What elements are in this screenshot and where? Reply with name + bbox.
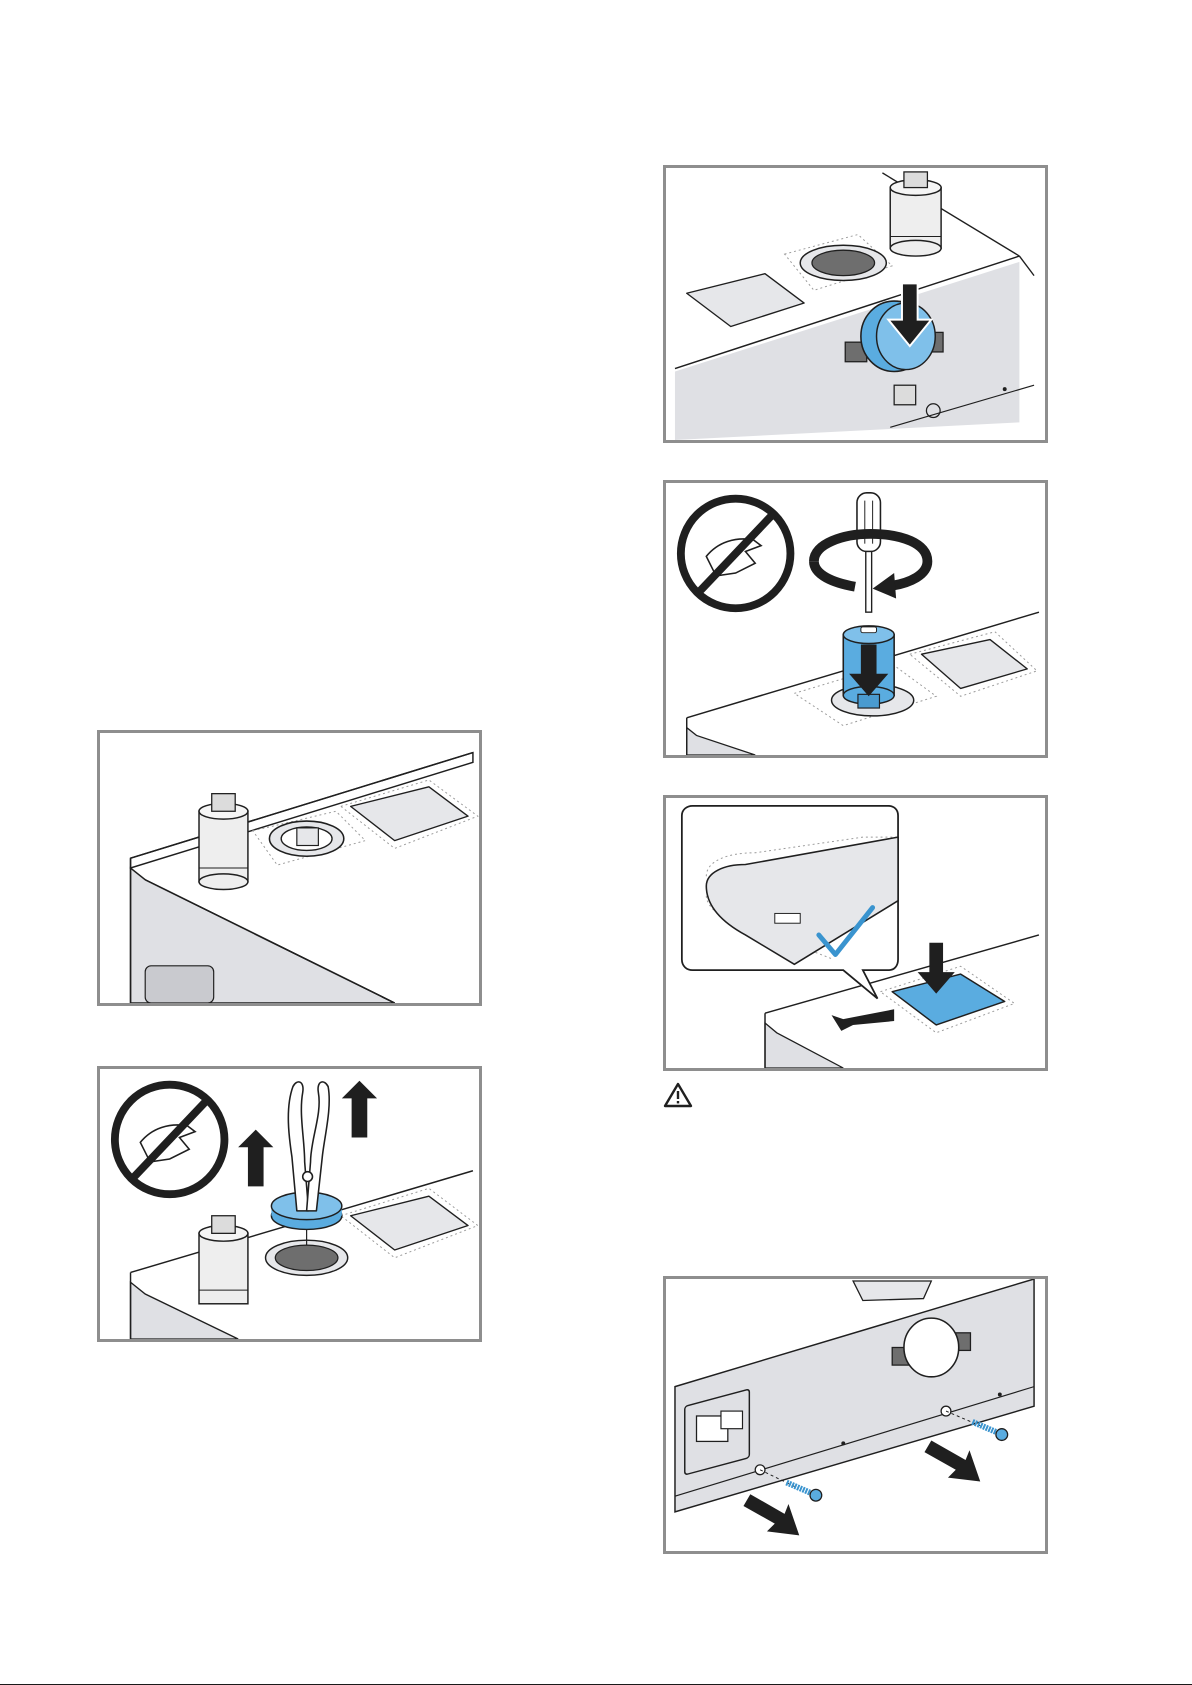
prohibited-hand-icon bbox=[115, 1085, 225, 1195]
illustration-slide-on-cover bbox=[663, 795, 1048, 1071]
screw bbox=[972, 1422, 1007, 1441]
arrow-up-icon bbox=[238, 1081, 377, 1187]
pliers bbox=[288, 1082, 329, 1211]
filter-cartridge bbox=[890, 172, 941, 256]
prohibited-hand-icon bbox=[681, 499, 791, 609]
illustration-push-in-plug bbox=[663, 165, 1048, 443]
warning-triangle-icon bbox=[663, 1082, 693, 1108]
screw bbox=[787, 1483, 822, 1502]
illustration-remove-cap-with-pliers bbox=[97, 1066, 482, 1342]
screwdriver bbox=[857, 493, 880, 612]
zoom-callout bbox=[682, 806, 898, 999]
illustration-filter-location bbox=[97, 730, 482, 1006]
filter-cartridge bbox=[199, 794, 248, 890]
illustration-remove-base-screws bbox=[663, 1276, 1048, 1554]
filter-cartridge bbox=[199, 1216, 248, 1304]
illustration-screw-in-filter bbox=[663, 480, 1048, 758]
